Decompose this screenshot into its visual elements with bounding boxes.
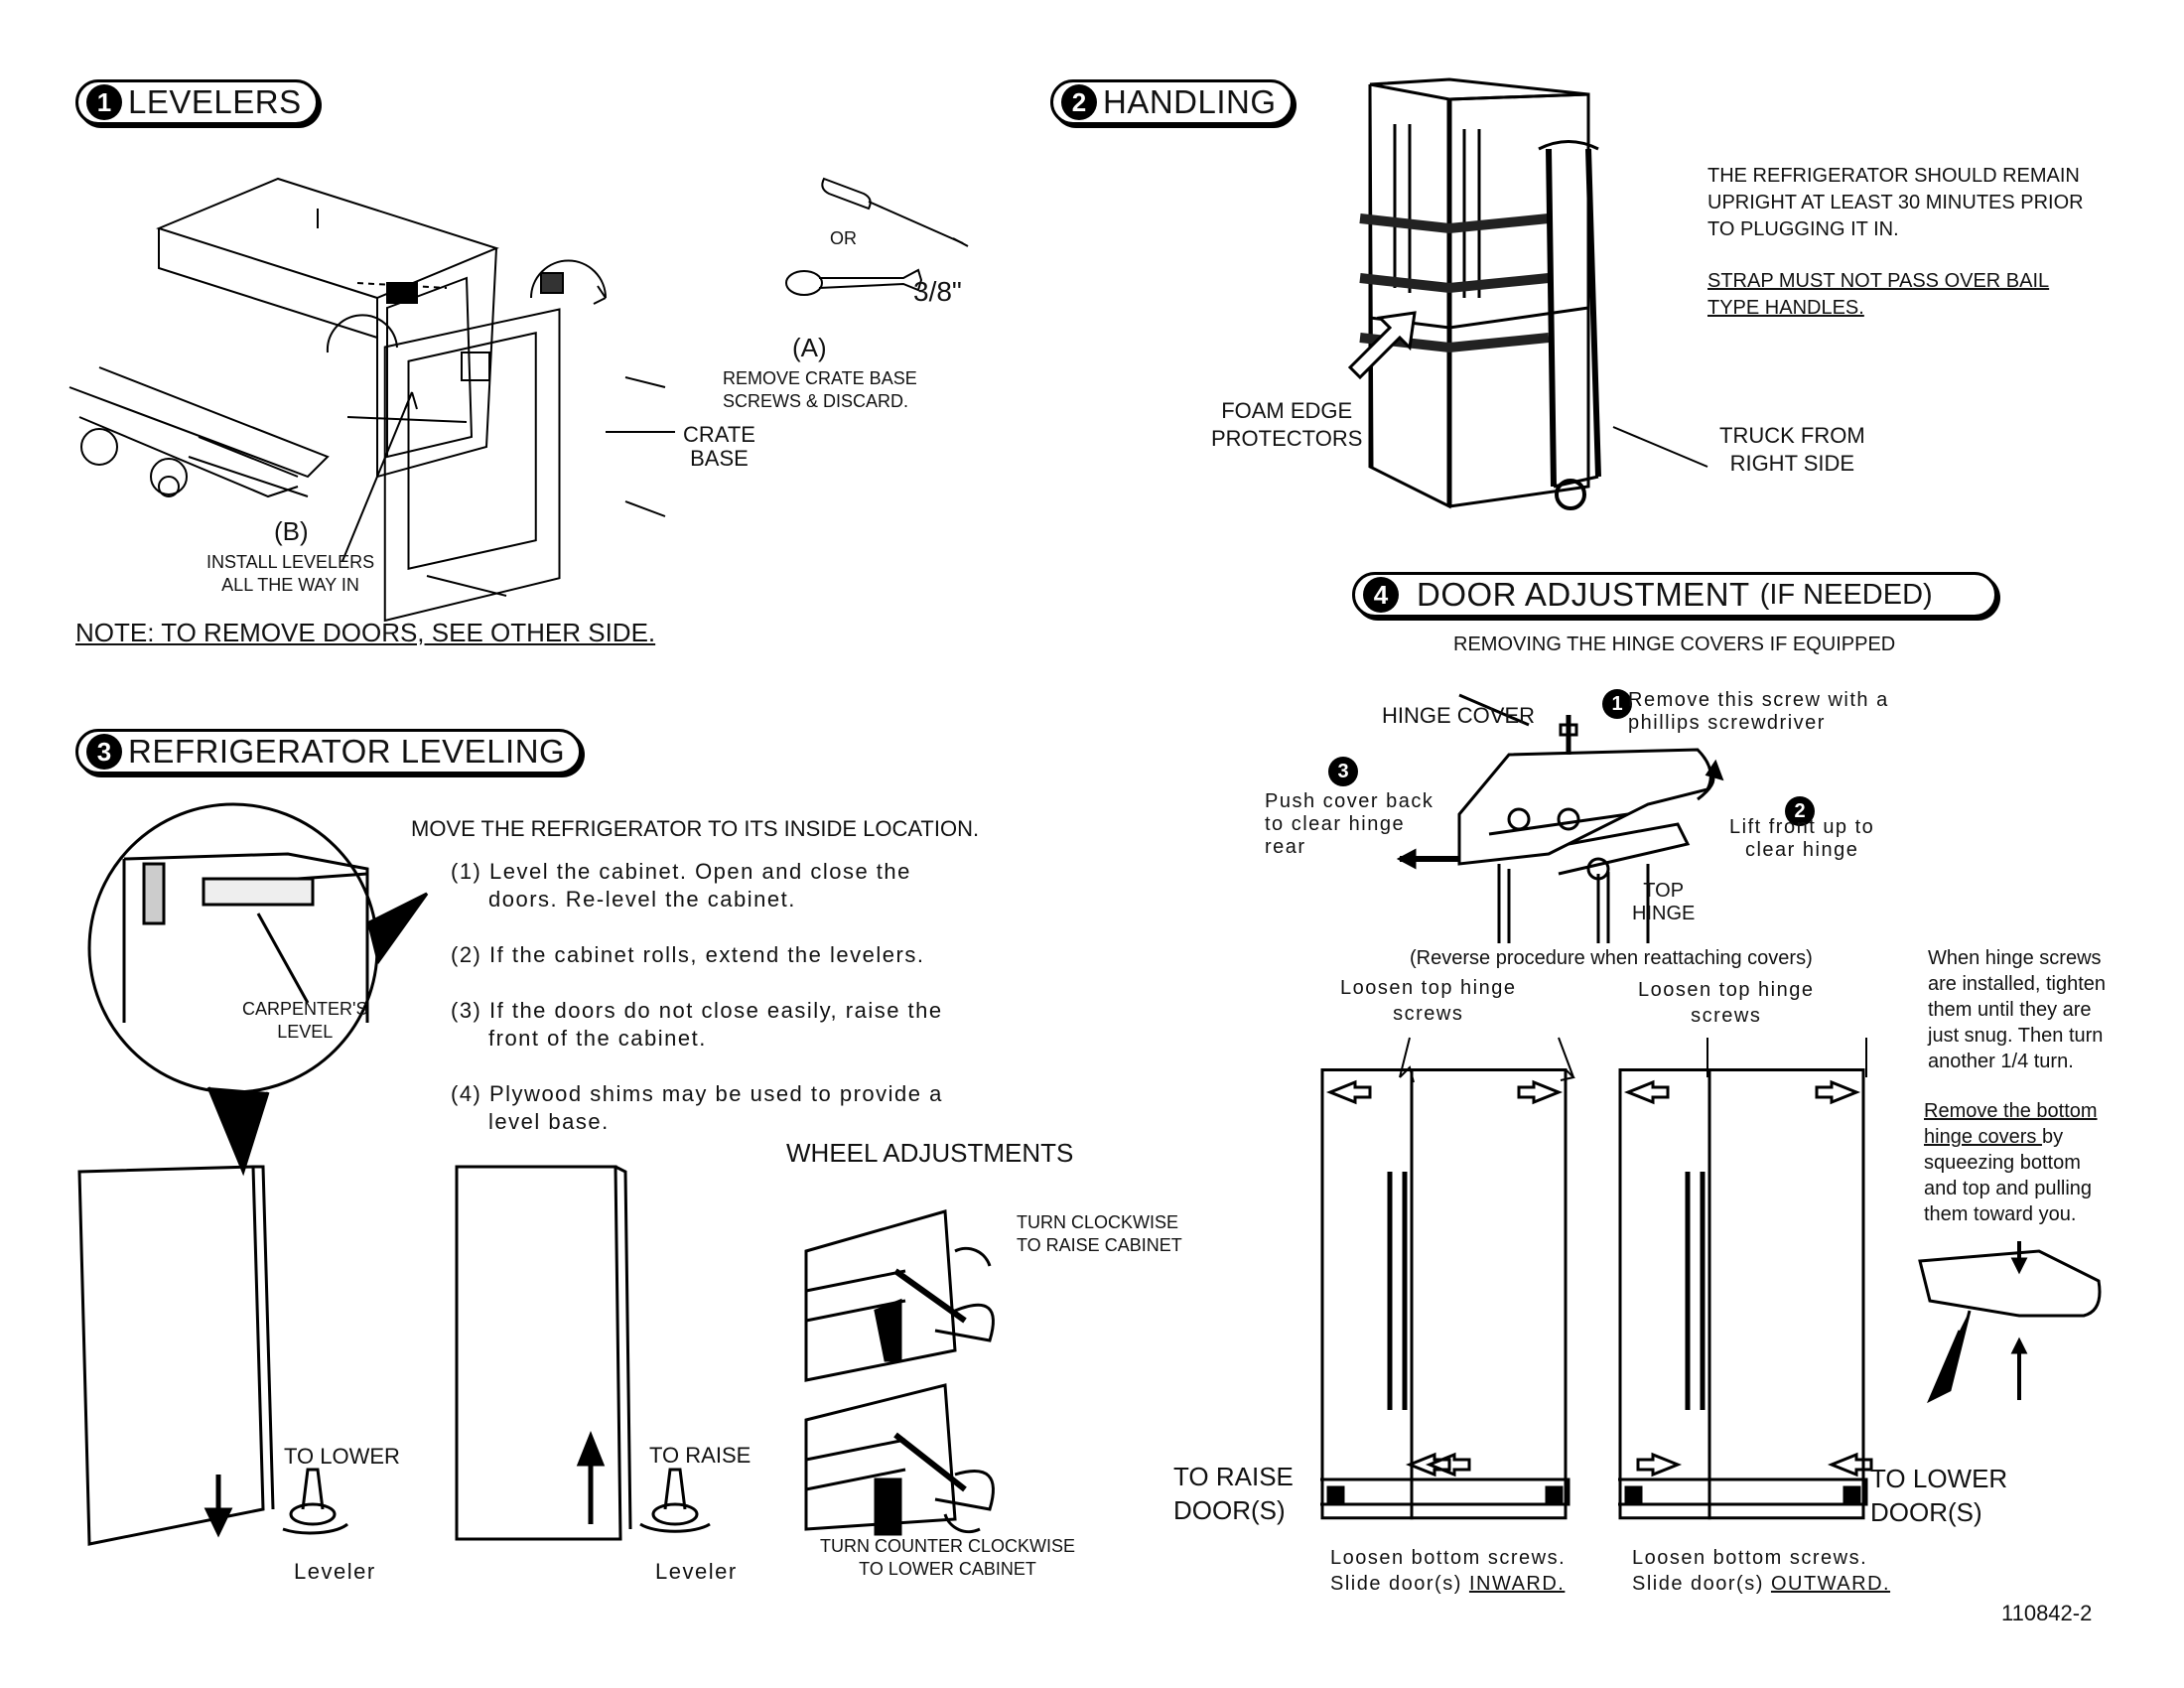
section-title: HANDLING bbox=[1103, 83, 1277, 120]
carpenters-level-illustration bbox=[69, 784, 427, 1172]
hinge-cover-label: HINGE COVER bbox=[1382, 703, 1536, 728]
section-header-leveling: 3 REFRIGERATOR LEVELING bbox=[75, 729, 583, 774]
hinge-cover-illustration bbox=[1400, 695, 1737, 943]
remove-bottom-covers-instructions: Remove the bottom hinge covers by squeez… bbox=[1924, 1100, 2098, 1225]
section-header-levelers: 1 LEVELERS bbox=[75, 79, 319, 125]
leveler-label-left: Leveler bbox=[294, 1559, 376, 1584]
bottom-hinge-cover-illustration bbox=[1910, 1241, 2109, 1410]
list-item: (2) If the cabinet rolls, extend the lev… bbox=[451, 942, 925, 967]
section-number: 1 bbox=[86, 84, 122, 120]
to-raise-label: TO RAISE bbox=[649, 1443, 751, 1468]
section-title: LEVELERS bbox=[128, 83, 302, 120]
section-number: 2 bbox=[1061, 84, 1097, 120]
remove-doors-note: NOTE: TO REMOVE DOORS, SEE OTHER SIDE. bbox=[75, 618, 656, 647]
loosen-bottom-outward: Loosen bottom screws. Slide door(s) OUTW… bbox=[1632, 1547, 1891, 1595]
step-3-badge: 3 bbox=[1328, 757, 1358, 786]
step-2-badge: 2 bbox=[1785, 796, 1815, 826]
wrench-size-label: 3/8" bbox=[913, 276, 962, 307]
side-by-side-door-diagrams bbox=[1310, 1023, 1926, 1529]
refrigerator-hand-truck-illustration bbox=[1350, 70, 1707, 516]
door-subtitle: REMOVING THE HINGE COVERS IF EQUIPPED bbox=[1453, 633, 1896, 655]
crate-base-illustration bbox=[69, 159, 685, 596]
step-1-badge: 1 bbox=[1602, 689, 1632, 719]
section-title: REFRIGERATOR LEVELING bbox=[128, 733, 566, 770]
section-header-door-adjustment: 4 DOOR ADJUSTMENT (IF NEEDED) bbox=[1352, 572, 1997, 618]
leveler-label-right: Leveler bbox=[655, 1559, 738, 1584]
move-instruction: MOVE THE REFRIGERATOR TO ITS INSIDE LOCA… bbox=[411, 816, 980, 841]
screwdriver-icon bbox=[784, 169, 973, 308]
list-item: (3) If the doors do not close easily, ra… bbox=[451, 998, 943, 1051]
section-number: 4 bbox=[1363, 577, 1399, 613]
section-title-suffix: (IF NEEDED) bbox=[1759, 578, 1933, 611]
leveling-steps: (1) Level the cabinet. Open and close th… bbox=[451, 858, 1007, 1136]
section-number: 3 bbox=[86, 734, 122, 770]
step-b-label: (B) bbox=[274, 516, 309, 546]
wheel-adjustments-title: WHEEL ADJUSTMENTS bbox=[786, 1138, 1074, 1168]
wheel-adjustment-illustration bbox=[806, 1192, 1084, 1549]
loosen-bottom-inward: Loosen bottom screws. Slide door(s) INWA… bbox=[1330, 1547, 1567, 1595]
to-lower-label: TO LOWER bbox=[284, 1444, 400, 1469]
reverse-procedure-note: (Reverse procedure when reattaching cove… bbox=[1410, 947, 1813, 969]
section-title: DOOR ADJUSTMENT bbox=[1417, 576, 1750, 613]
list-item: (1) Level the cabinet. Open and close th… bbox=[451, 859, 911, 912]
or-label: OR bbox=[830, 228, 857, 248]
cabinet-lower-raise-illustration bbox=[74, 1167, 769, 1564]
list-item: (4) Plywood shims may be used to provide… bbox=[451, 1081, 943, 1134]
section-header-handling: 2 HANDLING bbox=[1050, 79, 1294, 125]
document-number: 110842-2 bbox=[2001, 1601, 2093, 1625]
step-a-label: (A) bbox=[792, 333, 827, 362]
